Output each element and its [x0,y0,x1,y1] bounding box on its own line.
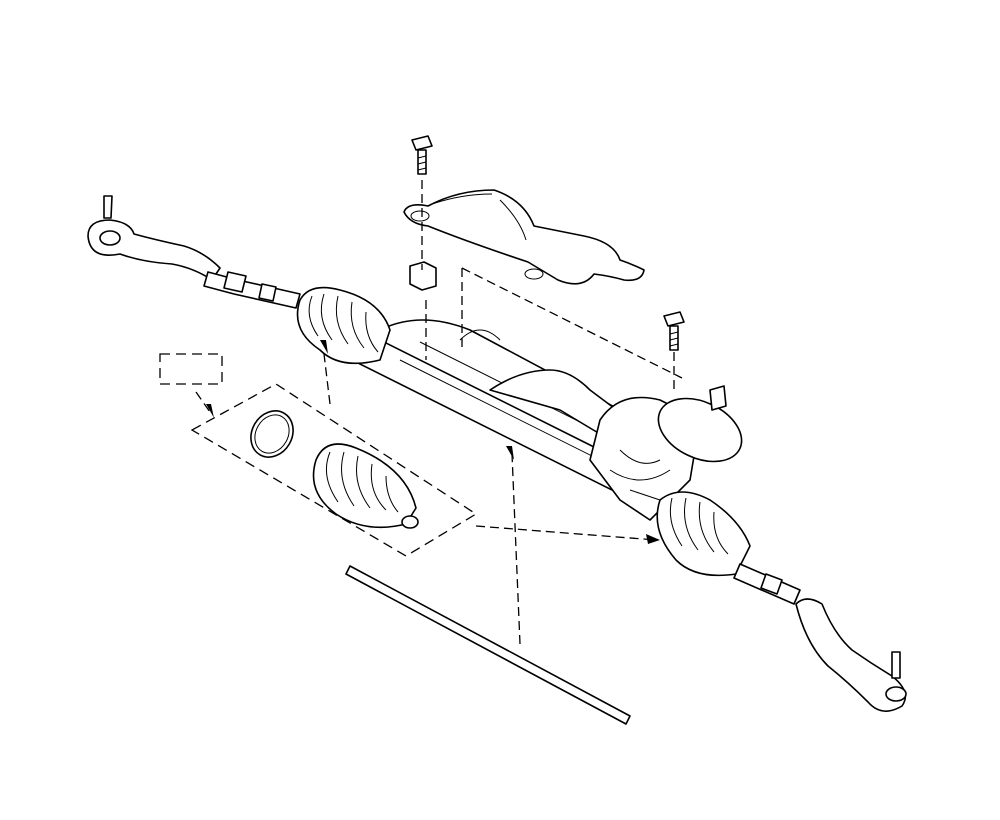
replacement-boot [312,443,419,529]
left-tie-rod-end [87,195,221,281]
left-tie-rod [203,271,301,309]
arrow-icon [206,404,214,418]
arrow-icon [646,534,660,544]
rack-rod [345,565,631,725]
leader-line [195,391,211,413]
arrow-icon [506,446,514,460]
leader-lines [323,180,683,645]
right-bellows-boot [656,491,751,577]
right-tie-rod-end [795,598,907,712]
steering-rack-housing [339,317,743,521]
right-tie-rod [733,563,801,605]
arrow-icon [320,340,328,354]
bolt-top [411,135,433,175]
boot-clamp [250,410,294,458]
mounting-bracket [403,189,645,285]
bolt-right [663,311,685,351]
left-bellows-boot [296,286,391,365]
callout-box [159,353,223,385]
nut [409,261,437,291]
